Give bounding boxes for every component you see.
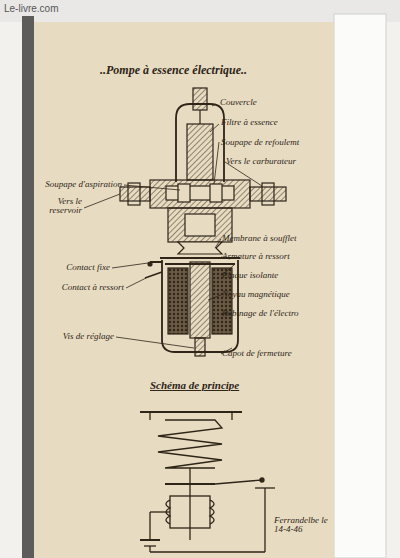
watermark: Le-livre.com <box>4 4 58 15</box>
part-label: Contact fixe <box>66 263 110 272</box>
subtitle: Schéma de principe <box>150 380 239 392</box>
part-label: Soupape d'aspiration <box>45 180 122 189</box>
binding <box>22 16 34 558</box>
part-label: Capot de fermeture <box>222 349 292 358</box>
part-label: Membrane à soufflet <box>222 234 297 243</box>
part-label: Vis de réglage <box>63 332 114 341</box>
part-label: Vers le reservoir <box>40 197 82 216</box>
back-page <box>334 14 386 558</box>
part-label: Armature à ressort <box>222 252 290 261</box>
part-label: Noyau magnétique <box>222 290 290 299</box>
sheet <box>34 22 334 558</box>
part-label: Filtre à essence <box>221 118 278 127</box>
part-label: Contact à ressort <box>62 283 124 292</box>
part-label: Soupape de refoulemt <box>221 138 299 147</box>
signature: Ferrandelbe le 14-4-46 <box>274 516 330 535</box>
part-label: Plaque isolante <box>222 271 278 280</box>
part-label: Vers le carburateur <box>226 157 296 166</box>
part-label: Couvercle <box>220 98 257 107</box>
principle-schematic <box>140 412 275 552</box>
part-label: Bobinage de l'électro <box>222 309 299 318</box>
title: ..Pompe à essence électrique.. <box>100 64 247 77</box>
